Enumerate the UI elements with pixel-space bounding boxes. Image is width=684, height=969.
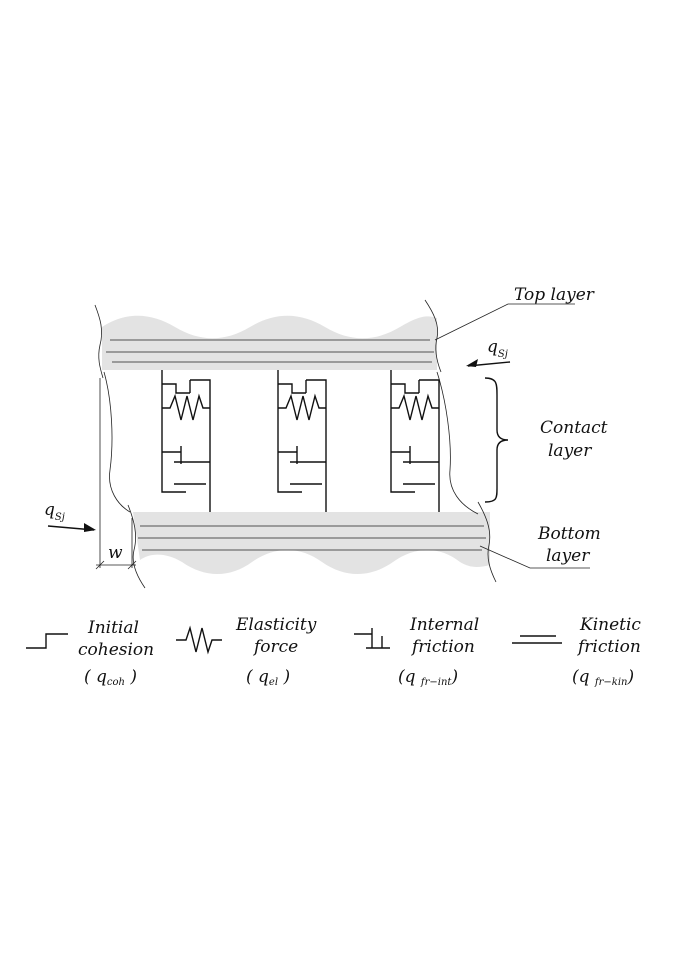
contact-left-boundary — [103, 371, 131, 513]
legend-cohesion-line2: cohesion — [78, 640, 154, 660]
legend-spring-symbol — [176, 625, 222, 655]
contact-element-2 — [277, 369, 327, 513]
contact-right-boundary — [436, 371, 479, 515]
legend-internal-line1: Internal — [409, 615, 479, 635]
bottom-layer-left-edge — [127, 504, 146, 589]
legend-internal-line2: friction — [410, 637, 475, 657]
legend-elasticity-symbol-text: ( qel ) — [246, 667, 290, 688]
legend-elasticity-line1: Elasticity — [235, 615, 317, 635]
contact-layer-label-line2: layer — [548, 441, 592, 461]
bottom-layer-leader — [479, 545, 590, 569]
top-layer-texture — [106, 339, 434, 363]
legend-internal-symbol-text: (q fr−int) — [398, 667, 458, 688]
bottom-layer-texture — [138, 525, 486, 551]
shear-force-label-top: qSj — [487, 337, 508, 360]
legend-elasticity-line2: force — [252, 637, 298, 657]
top-layer-label: Top layer — [514, 285, 595, 305]
top-layer-left-edge — [94, 304, 104, 379]
top-layer-right-edge — [424, 299, 442, 373]
contact-element-3 — [390, 369, 440, 513]
shear-force-label-bottom: qSj — [44, 500, 65, 523]
legend-kinetic-line1: Kinetic — [579, 615, 641, 635]
cohesion-element — [162, 383, 190, 394]
legend-internal-friction-symbol — [354, 628, 390, 649]
legend-kinetic-line2: friction — [576, 637, 641, 657]
legend-cohesion-symbol-text: ( qcoh ) — [84, 667, 137, 688]
contact-layer-label-line1: Contact — [540, 418, 608, 438]
connector-top — [161, 370, 186, 493]
shear-force-arrow-top — [466, 359, 511, 367]
legend-cohesion-symbol — [26, 633, 68, 649]
bottom-layer-label-line2: layer — [546, 546, 590, 566]
contact-element-1 — [161, 370, 211, 512]
connector-bottom — [189, 379, 211, 512]
bottom-layer-label-line1: Bottom — [537, 524, 601, 544]
width-dimension — [95, 378, 137, 570]
shear-force-arrow-bottom — [47, 523, 96, 532]
legend-kinetic-friction-symbol — [512, 635, 562, 644]
internal-friction-element — [162, 446, 197, 464]
width-label: w — [108, 543, 123, 563]
contact-layer-brace — [484, 377, 509, 503]
top-layer-leader — [434, 303, 575, 341]
spring-element — [162, 393, 210, 421]
legend-cohesion-line1: Initial — [87, 618, 139, 638]
bottom-layer-right-edge — [477, 501, 497, 583]
bottom-layer-band — [133, 512, 490, 574]
top-layer-band — [102, 315, 437, 370]
legend-kinetic-symbol-text: (q fr−kin) — [572, 667, 634, 688]
